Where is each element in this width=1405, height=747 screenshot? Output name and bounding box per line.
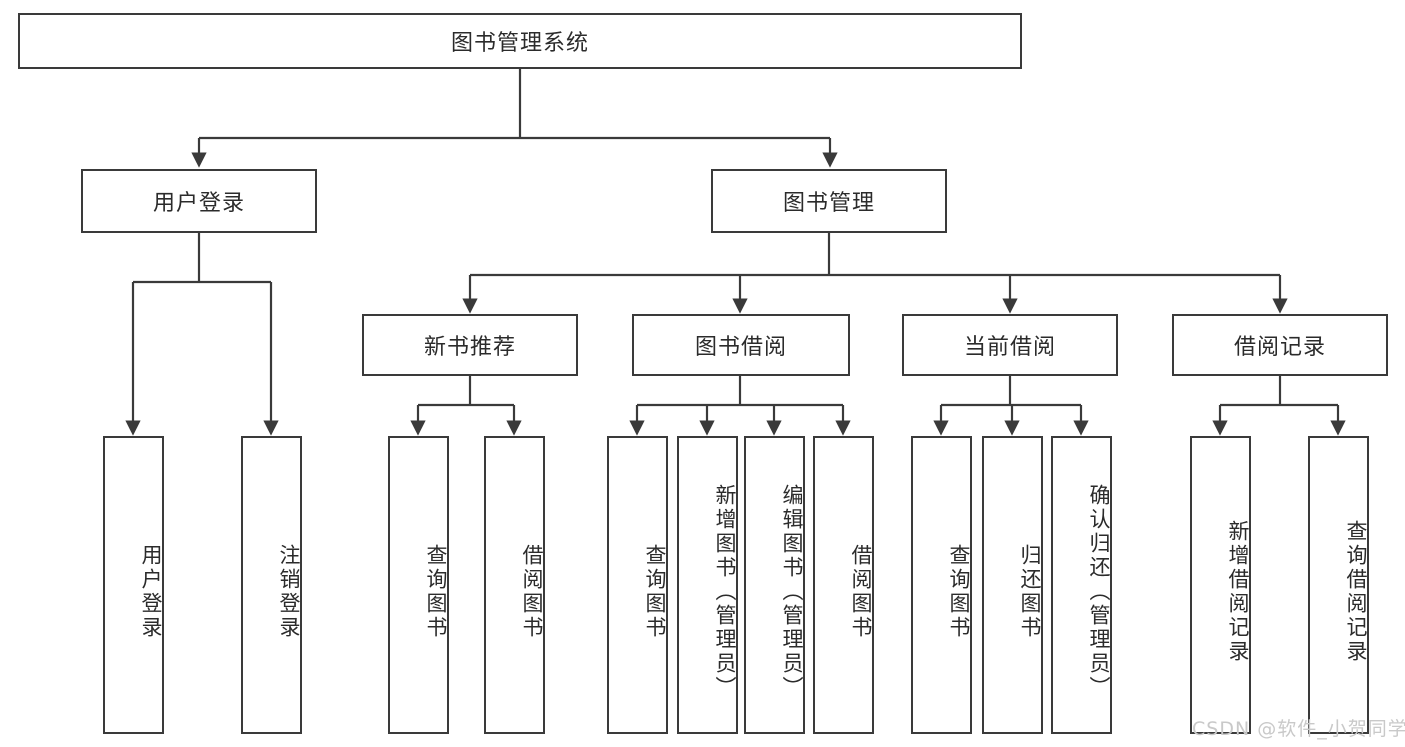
leaf-return-book[interactable]: 归还图书 <box>982 436 1043 734</box>
leaf-label: 查询图书 <box>643 544 667 640</box>
leaf-label: 编辑图书（管理员） <box>780 484 804 700</box>
leaf-edit-book-admin[interactable]: 编辑图书（管理员） <box>744 436 805 734</box>
leaf-user-logout[interactable]: 注销登录 <box>241 436 302 734</box>
csdn-watermark: CSDN @软件_小贺同学 <box>1192 718 1405 740</box>
leaf-label: 查询图书 <box>947 544 971 640</box>
leaf-label: 新增图书（管理员） <box>713 484 737 700</box>
node-book-borrow[interactable]: 图书借阅 <box>632 314 850 376</box>
node-user-login-label: 用户登录 <box>152 191 245 216</box>
leaf-add-book-admin[interactable]: 新增图书（管理员） <box>677 436 738 734</box>
leaf-query-book-current[interactable]: 查询图书 <box>911 436 972 734</box>
leaf-add-borrow-record[interactable]: 新增借阅记录 <box>1190 436 1251 734</box>
leaf-label: 借阅图书 <box>520 544 544 640</box>
node-borrow-record[interactable]: 借阅记录 <box>1172 314 1388 376</box>
leaf-user-login[interactable]: 用户登录 <box>103 436 164 734</box>
leaf-label: 确认归还（管理员） <box>1087 484 1111 700</box>
leaf-label: 用户登录 <box>139 544 163 640</box>
leaf-label: 新增借阅记录 <box>1226 520 1250 664</box>
node-current-borrow-label: 当前借阅 <box>963 335 1056 360</box>
leaf-label: 借阅图书 <box>849 544 873 640</box>
leaf-query-borrow-record[interactable]: 查询借阅记录 <box>1308 436 1369 734</box>
node-borrow-record-label: 借阅记录 <box>1233 335 1326 360</box>
leaf-borrow-book-recommend[interactable]: 借阅图书 <box>484 436 545 734</box>
leaf-borrow-book[interactable]: 借阅图书 <box>813 436 874 734</box>
leaf-confirm-return-admin[interactable]: 确认归还（管理员） <box>1051 436 1112 734</box>
leaf-label: 注销登录 <box>277 544 301 640</box>
node-new-book-recommend-label: 新书推荐 <box>423 335 516 360</box>
node-book-borrow-label: 图书借阅 <box>694 335 787 360</box>
leaf-query-book-borrow[interactable]: 查询图书 <box>607 436 668 734</box>
node-user-login[interactable]: 用户登录 <box>81 169 317 233</box>
node-book-management-label: 图书管理 <box>782 191 875 216</box>
node-root-label: 图书管理系统 <box>450 31 589 56</box>
leaf-query-book-recommend[interactable]: 查询图书 <box>388 436 449 734</box>
node-current-borrow[interactable]: 当前借阅 <box>902 314 1118 376</box>
leaf-label: 查询图书 <box>424 544 448 640</box>
node-new-book-recommend[interactable]: 新书推荐 <box>362 314 578 376</box>
leaf-label: 查询借阅记录 <box>1344 520 1368 664</box>
node-root[interactable]: 图书管理系统 <box>18 13 1022 69</box>
node-book-management[interactable]: 图书管理 <box>711 169 947 233</box>
leaf-label: 归还图书 <box>1018 544 1042 640</box>
